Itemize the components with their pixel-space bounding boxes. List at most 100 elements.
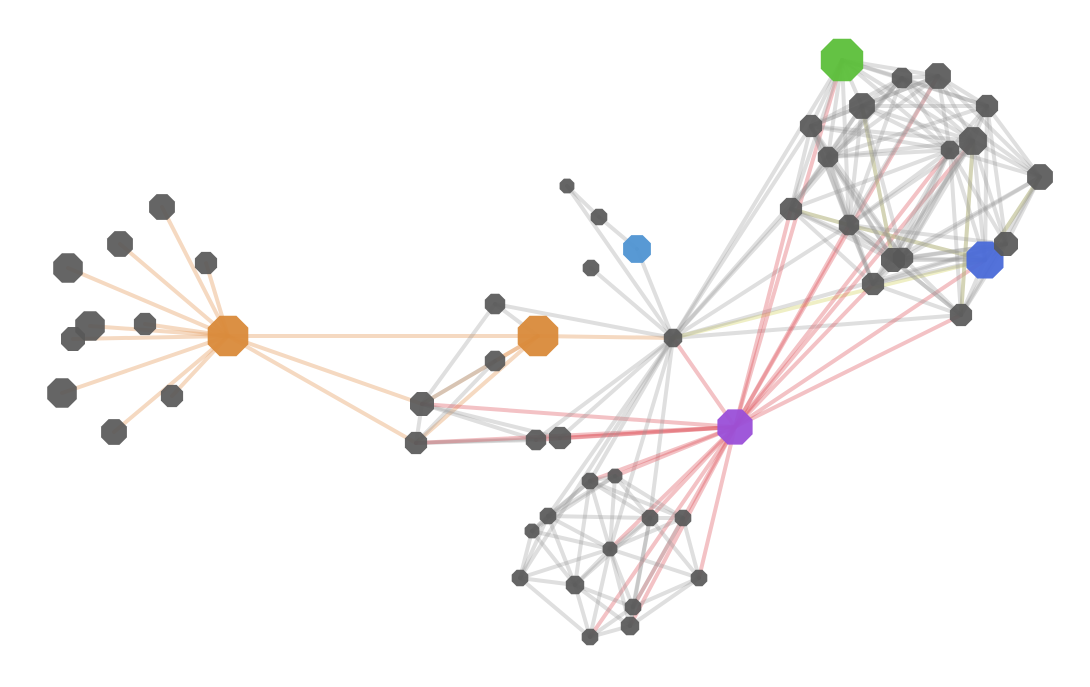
node[interactable] [539,507,557,525]
node[interactable] [817,146,839,168]
node[interactable] [548,426,572,450]
node[interactable] [524,523,540,539]
node[interactable] [674,509,692,527]
edge [112,334,230,434]
node[interactable] [949,303,973,327]
node[interactable] [641,509,659,527]
edge [628,425,737,628]
node[interactable] [565,575,585,595]
edge [985,104,1042,179]
node[interactable] [525,429,547,451]
edge [518,336,675,580]
node[interactable] [61,327,85,351]
edge [588,425,737,639]
green-node[interactable] [820,38,864,82]
node[interactable] [160,384,184,408]
node[interactable] [53,253,83,283]
edge [631,576,701,609]
edge [826,104,989,159]
edge [847,104,864,227]
node[interactable] [690,569,708,587]
edge [826,155,905,260]
node[interactable] [559,178,575,194]
purple-node[interactable] [717,409,753,445]
node[interactable] [133,312,157,336]
orange-node[interactable] [207,315,249,357]
edge [971,139,987,262]
node[interactable] [620,616,640,636]
edge [891,175,1042,262]
node[interactable] [838,214,860,236]
edge [840,58,989,108]
edge [901,256,963,317]
edge [530,529,612,551]
edge [226,334,424,406]
node[interactable] [602,541,618,557]
node[interactable] [779,197,803,221]
node[interactable] [590,208,608,226]
edge [733,139,975,429]
node[interactable] [484,350,506,372]
node[interactable] [484,293,506,315]
edge [826,155,895,262]
edge [414,425,737,445]
edge [900,76,989,108]
edge [847,223,963,317]
node[interactable] [101,419,127,445]
edge [631,516,652,609]
edge [671,258,987,340]
edge [420,402,737,429]
node[interactable] [891,67,913,89]
edge [840,58,851,227]
edge [546,479,592,518]
node[interactable] [994,232,1018,256]
node[interactable] [849,93,875,119]
orange-node[interactable] [517,315,559,357]
node[interactable] [925,63,951,89]
edge [608,516,685,551]
node[interactable] [47,378,77,408]
edge [733,207,793,429]
node[interactable] [624,598,642,616]
edge [860,104,975,143]
node[interactable] [410,392,434,416]
edge [948,148,963,317]
node[interactable] [404,431,428,455]
node[interactable] [1027,164,1053,190]
edge [733,223,851,429]
node[interactable] [799,114,823,138]
edge [900,76,952,152]
edge [573,583,632,628]
edge [608,516,652,551]
edge [588,605,635,639]
node[interactable] [861,272,885,296]
node[interactable] [959,127,987,155]
edge [118,242,230,338]
node[interactable] [892,247,914,269]
edge [733,148,952,429]
node[interactable] [975,94,999,118]
edge [631,516,685,609]
edge [573,583,635,609]
node[interactable] [663,328,683,348]
edge [546,514,652,520]
node[interactable] [581,628,599,646]
edge [809,124,851,227]
node[interactable] [582,259,600,277]
node[interactable] [149,194,175,220]
edge [959,139,975,317]
edge [971,139,1008,246]
edge [871,282,963,317]
light-blue-node[interactable] [623,235,651,263]
node[interactable] [940,140,960,160]
node[interactable] [107,231,133,257]
node[interactable] [581,472,599,490]
edge [901,139,975,260]
node[interactable] [511,569,529,587]
node[interactable] [194,251,218,275]
node[interactable] [607,468,623,484]
edge [558,425,737,440]
blue-node[interactable] [966,241,1004,279]
edge [671,242,1008,340]
edge [546,336,675,518]
